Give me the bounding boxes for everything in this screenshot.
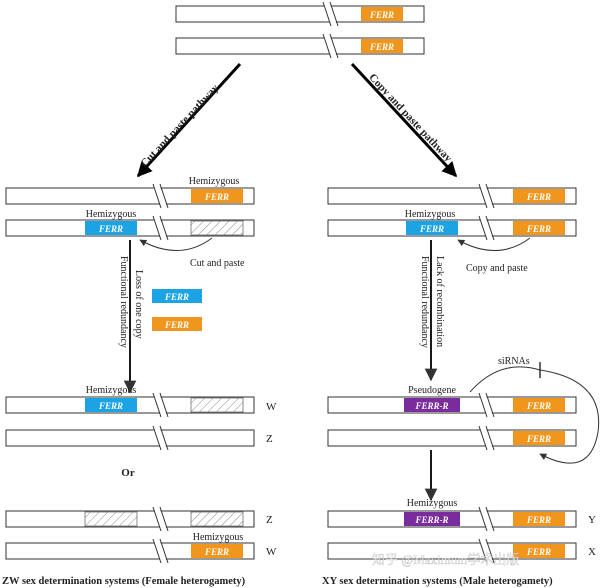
ferr-gene-orange	[361, 7, 403, 21]
legend-ferr-orange: FERR	[152, 317, 202, 331]
pseudogene-label: Pseudogene	[408, 385, 456, 396]
svg-text:FERR: FERR	[164, 292, 189, 302]
copy-paste-label: Copy and paste	[466, 263, 528, 274]
z-chromosome-alt	[5, 506, 255, 532]
w-chromosome-alt: FERR	[5, 538, 255, 564]
ferr-gene-blue	[85, 398, 137, 412]
svg-text:FERR: FERR	[369, 42, 394, 52]
svg-text:FERR-R: FERR-R	[414, 401, 448, 411]
svg-text:FERR: FERR	[204, 547, 229, 557]
ferr-r-pseudogene	[404, 512, 460, 526]
ferr-gene-orange	[513, 512, 565, 526]
y-label: Y	[588, 514, 596, 526]
functional-redundancy-label: Functional redundancy	[419, 256, 430, 348]
x-label: X	[588, 546, 596, 558]
sirnas-label: siRNAs	[498, 356, 530, 367]
ferr-gene-blue	[85, 221, 137, 235]
loss-of-one-copy-label: Loss of one copy	[133, 270, 144, 339]
svg-text:FERR: FERR	[526, 192, 551, 202]
hemizygous-label: Hemizygous	[86, 385, 137, 396]
ferr-r-pseudogene	[404, 398, 460, 412]
svg-text:FERR: FERR	[526, 401, 551, 411]
svg-text:FERR: FERR	[164, 320, 189, 330]
svg-text:FERR: FERR	[526, 224, 551, 234]
hemizygous-label: Hemizygous	[407, 498, 458, 509]
sirnas-loop-curve	[539, 369, 600, 464]
ferr-gene-orange	[513, 544, 565, 558]
z-label: Z	[266, 433, 273, 445]
cut-paste-label: Cut and paste	[190, 258, 245, 269]
deleted-region-hatched	[84, 511, 138, 527]
x-chromosome: FERR	[327, 538, 577, 564]
right-chromosome-pseudogene: FERR-R FERR	[327, 392, 577, 418]
deleted-region-hatched	[190, 397, 244, 413]
legend-ferr-blue: FERR	[152, 289, 202, 303]
deleted-region-hatched	[190, 220, 244, 236]
right-chromosome-1: FERR	[327, 183, 577, 209]
ancestral-chromosome-1: FERR	[175, 1, 425, 27]
ferr-gene-orange	[513, 398, 565, 412]
cut-paste-arrow	[136, 62, 242, 178]
zw-caption: ZW sex determination systems (Female het…	[2, 576, 246, 587]
svg-text:FERR: FERR	[369, 10, 394, 20]
svg-text:FERR-R: FERR-R	[414, 515, 448, 525]
svg-text:FERR: FERR	[526, 515, 551, 525]
sirnas-inhibition-curve	[469, 366, 541, 393]
svg-text:FERR: FERR	[98, 224, 123, 234]
w-label-alt: W	[266, 546, 277, 558]
svg-text:FERR: FERR	[526, 547, 551, 557]
w-chromosome: FERR	[5, 392, 255, 418]
watermark: 知乎 @Maximum学术出版	[372, 552, 519, 567]
ancestral-chromosome-2: FERR	[175, 33, 425, 59]
lack-of-recombination-label: Lack of recombination	[434, 256, 445, 347]
right-chromosome-4: FERR	[327, 425, 577, 451]
ferr-gene-blue	[406, 221, 458, 235]
functional-redundancy-label: Functional redundancy	[118, 256, 129, 348]
hemizygous-label: Hemizygous	[405, 209, 456, 220]
svg-text:FERR: FERR	[204, 192, 229, 202]
deleted-region-hatched	[190, 511, 244, 527]
cut-paste-pathway-label: Cut and paste pathway	[138, 82, 221, 170]
svg-text:FERR: FERR	[98, 401, 123, 411]
y-chromosome: FERR-R FERR	[327, 506, 577, 532]
ferr-gene-orange	[361, 39, 403, 53]
xy-caption: XY sex determination systems (Male heter…	[322, 576, 553, 587]
ferr-gene-orange	[191, 544, 243, 558]
svg-text:FERR: FERR	[526, 434, 551, 444]
hemizygous-label: Hemizygous	[86, 209, 137, 220]
z-label-alt: Z	[266, 514, 273, 526]
hemizygous-label: Hemizygous	[193, 532, 244, 543]
z-chromosome	[5, 425, 255, 451]
or-label: Or	[121, 467, 135, 479]
copy-paste-curved-arrow	[457, 237, 531, 251]
ferr-gene-orange	[513, 189, 565, 203]
w-label: W	[266, 401, 277, 413]
left-chromosome-2: FERR	[5, 215, 255, 241]
left-chromosome-1: FERR	[5, 183, 255, 209]
ferr-gene-orange	[513, 221, 565, 235]
copy-paste-arrow	[350, 62, 458, 178]
hemizygous-label: Hemizygous	[189, 176, 240, 187]
cut-paste-curved-arrow	[139, 237, 213, 251]
ferr-gene-orange	[191, 189, 243, 203]
svg-text:FERR: FERR	[419, 224, 444, 234]
ferr-gene-orange	[513, 431, 565, 445]
right-chromosome-2: FERR FERR	[327, 215, 577, 241]
copy-paste-pathway-label: Copy and paste pathway	[366, 72, 454, 165]
